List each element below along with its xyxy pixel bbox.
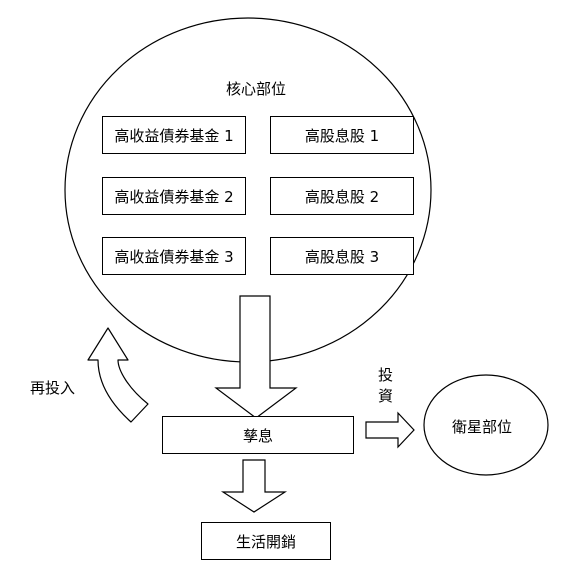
stock-box-1: 高股息股 1 (270, 116, 414, 154)
stock-box-2: 高股息股 2 (270, 177, 414, 215)
fund-box-1: 高收益債券基金 1 (102, 116, 246, 154)
interest-to-satellite-arrow (365, 411, 415, 449)
stock-box-3: 高股息股 3 (270, 237, 414, 275)
core-to-interest-arrow (214, 295, 298, 419)
fund-box-2: 高收益債券基金 2 (102, 177, 246, 215)
fund-box-3: 高收益債券基金 3 (102, 237, 246, 275)
living-expenses-box: 生活開銷 (201, 522, 331, 560)
interest-to-living-arrow (220, 459, 288, 513)
interest-box: 孳息 (162, 416, 354, 454)
core-title: 核心部位 (226, 80, 287, 98)
satellite-label: 衛星部位 (452, 418, 513, 436)
satellite-circle (423, 374, 549, 476)
reinvest-curved-arrow (87, 327, 149, 423)
reinvest-label: 再投入 (30, 379, 76, 397)
invest-label: 投 資 (378, 366, 394, 405)
